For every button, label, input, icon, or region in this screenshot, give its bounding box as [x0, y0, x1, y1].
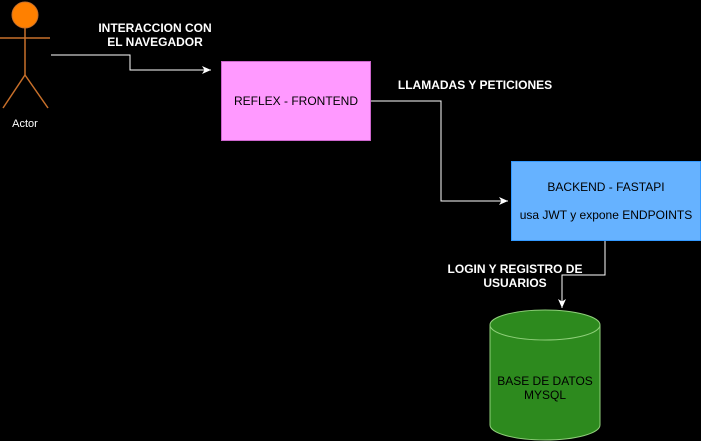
database-body: [489, 325, 601, 441]
edge-label-login-register: LOGIN Y REGISTRO DE USUARIOS: [440, 262, 590, 290]
actor-label: Actor: [12, 118, 38, 130]
edge-frontend-to-backend[interactable]: [371, 100, 508, 205]
frontend-node[interactable]: REFLEX - FRONTEND: [221, 61, 371, 141]
backend-node-subtitle: usa JWT y expone ENDPOINTS: [519, 208, 693, 222]
edge-label-browser-interaction-line2: EL NAVEGADOR: [107, 35, 203, 49]
actor-left-leg: [2, 74, 26, 109]
edge-label-calls-requests: LLAMADAS Y PETICIONES: [397, 78, 553, 92]
edge-label-login-register-line2: USUARIOS: [483, 276, 547, 290]
database-label: BASE DE DATOS MYSQL: [491, 374, 599, 402]
frontend-node-label: REFLEX - FRONTEND: [233, 94, 358, 108]
database-label-line2: MYSQL: [523, 388, 566, 402]
edge-backend-to-database[interactable]: [558, 241, 606, 308]
edge-label-browser-interaction: INTERACCION CON EL NAVEGADOR: [70, 21, 240, 49]
edge-label-browser-interaction-line1: INTERACCION CON: [98, 21, 212, 35]
edge-actor-to-frontend[interactable]: [51, 54, 211, 74]
backend-node-title: BACKEND - FASTAPI: [547, 180, 665, 194]
database-label-line1: BASE DE DATOS: [497, 374, 593, 388]
actor-head: [11, 1, 39, 29]
actor-figure[interactable]: [0, 1, 50, 109]
actor-right-leg: [24, 74, 49, 109]
database-top: [489, 309, 601, 341]
backend-node[interactable]: BACKEND - FASTAPI usa JWT y expone ENDPO…: [511, 161, 701, 241]
database-cylinder[interactable]: [489, 309, 601, 441]
edge-label-login-register-line1: LOGIN Y REGISTRO DE: [447, 262, 583, 276]
